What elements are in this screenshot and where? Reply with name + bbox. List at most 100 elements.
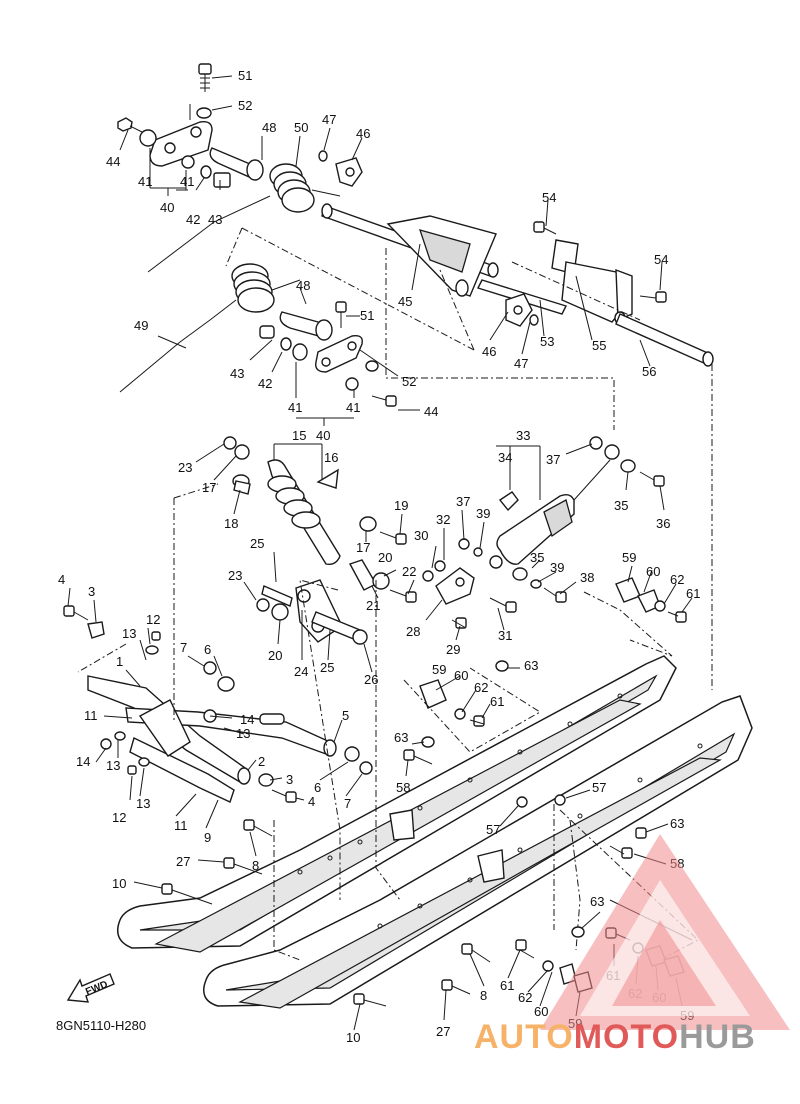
callout-52b: 52	[402, 374, 416, 389]
callout-27b: 27	[436, 1024, 450, 1039]
callout-62b: 62	[474, 680, 488, 695]
callout-57: 57	[592, 780, 606, 795]
callout-46b: 46	[482, 344, 496, 359]
callout-62d: 62	[518, 990, 532, 1005]
callout-23: 23	[178, 460, 192, 475]
callout-8: 8	[252, 858, 259, 873]
callout-labels: 51 52 44 41 41 40 42 43 48 50 47 46 54 5…	[58, 68, 700, 1045]
callout-28: 28	[406, 624, 420, 639]
callout-24: 24	[294, 664, 308, 679]
callout-60b: 60	[454, 668, 468, 683]
callout-40: 40	[160, 200, 174, 215]
callout-46: 46	[356, 126, 370, 141]
watermark-text-hub: HUB	[679, 1018, 756, 1056]
callout-23b: 23	[228, 568, 242, 583]
callout-6: 6	[204, 642, 211, 657]
callout-51b: 51	[360, 308, 374, 323]
callout-59b: 59	[432, 662, 446, 677]
watermark-text-moto: MOTO	[573, 1018, 680, 1056]
callout-25: 25	[250, 536, 264, 551]
callout-18: 18	[224, 516, 238, 531]
callout-37: 37	[546, 452, 560, 467]
watermark-text-auto: AUTO	[474, 1018, 574, 1056]
leader-lines	[67, 75, 693, 1031]
callout-47b: 47	[514, 356, 528, 371]
reference-lines-upper	[225, 227, 641, 430]
callout-17: 17	[202, 480, 216, 495]
callout-3: 3	[88, 584, 95, 599]
callout-27: 27	[176, 854, 190, 869]
callout-26: 26	[364, 672, 378, 687]
callout-52: 52	[238, 98, 252, 113]
callout-51: 51	[238, 68, 252, 83]
callout-32: 32	[436, 512, 450, 527]
callout-44b: 44	[424, 404, 438, 419]
callout-41c: 41	[288, 400, 302, 415]
callout-40b: 40	[316, 428, 330, 443]
callout-36: 36	[656, 516, 670, 531]
callout-7: 7	[180, 640, 187, 655]
callout-61d: 61	[500, 978, 514, 993]
callout-39b: 39	[550, 560, 564, 575]
callout-35: 35	[614, 498, 628, 513]
callout-62: 62	[670, 572, 684, 587]
callout-31: 31	[498, 628, 512, 643]
callout-33: 33	[516, 428, 530, 443]
callout-63c: 63	[670, 816, 684, 831]
callout-7b: 7	[344, 796, 351, 811]
callout-63d: 63	[590, 894, 604, 909]
callout-20: 20	[378, 550, 392, 565]
callout-14: 14	[240, 712, 254, 727]
callout-4b: 4	[308, 794, 315, 809]
callout-8b: 8	[480, 988, 487, 1003]
callout-10b: 10	[346, 1030, 360, 1045]
callout-43: 43	[208, 212, 222, 227]
callout-60: 60	[646, 564, 660, 579]
callout-6b: 6	[314, 780, 321, 795]
callout-2: 2	[258, 754, 265, 769]
callout-58: 58	[396, 780, 410, 795]
callout-57b: 57	[486, 822, 500, 837]
rail-hardware	[161, 577, 687, 1007]
callout-19: 19	[394, 498, 408, 513]
callout-54: 54	[542, 190, 556, 205]
callout-15: 15	[292, 428, 306, 443]
callout-13c: 13	[106, 758, 120, 773]
callout-48: 48	[262, 120, 276, 135]
callout-61b: 61	[490, 694, 504, 709]
front-arm-assembly	[63, 605, 373, 837]
callout-16: 16	[324, 450, 338, 465]
callout-12b: 12	[112, 810, 126, 825]
callout-50: 50	[294, 120, 308, 135]
callout-42: 42	[186, 212, 200, 227]
callout-41d: 41	[346, 400, 360, 415]
callout-12: 12	[146, 612, 160, 627]
slide-rail-left	[117, 655, 677, 953]
callout-38: 38	[580, 570, 594, 585]
front-shock-absorber	[223, 436, 417, 603]
callout-34: 34	[498, 450, 512, 465]
callout-49: 49	[134, 318, 148, 333]
forward-arrow-icon: FWD	[66, 973, 115, 1003]
callout-55: 55	[592, 338, 606, 353]
callout-29: 29	[446, 642, 460, 657]
callout-42b: 42	[258, 376, 272, 391]
callout-11: 11	[84, 708, 98, 723]
callout-39: 39	[476, 506, 490, 521]
callout-47: 47	[322, 112, 336, 127]
slide-rail-right	[203, 695, 753, 1009]
callout-61: 61	[686, 586, 700, 601]
callout-59: 59	[622, 550, 636, 565]
callout-54b: 54	[654, 252, 668, 267]
link-assembly	[256, 560, 517, 645]
shaft-assembly	[321, 203, 714, 367]
callout-43b: 43	[230, 366, 244, 381]
callout-21: 21	[366, 598, 380, 613]
fwd-label: FWD	[84, 979, 109, 998]
callout-37b: 37	[456, 494, 470, 509]
callout-63b: 63	[394, 730, 408, 745]
callout-17b: 17	[356, 540, 370, 555]
callout-10: 10	[112, 876, 126, 891]
callout-9: 9	[204, 830, 211, 845]
